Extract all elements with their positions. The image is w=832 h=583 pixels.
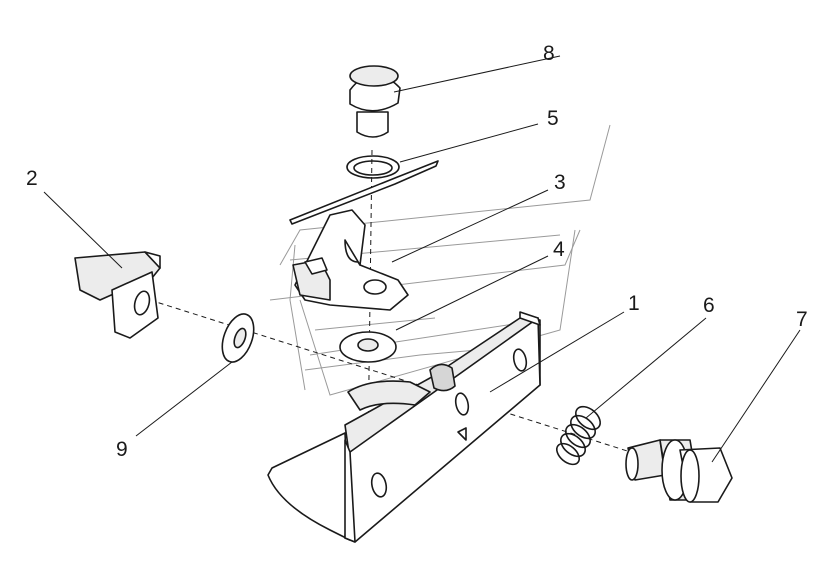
callout-labels: 8 5 3 4 1 2 6 7 9 xyxy=(26,42,808,461)
callout-2: 2 xyxy=(26,167,38,190)
leader-5 xyxy=(399,123,539,163)
bracket-hinge-plate xyxy=(347,380,431,411)
callout-6: 6 xyxy=(703,294,715,317)
latch-hole xyxy=(363,279,387,295)
part-7-bolt xyxy=(625,439,733,503)
clip-hole xyxy=(133,290,151,316)
part-5-spring-wire xyxy=(289,155,439,225)
leader-8 xyxy=(393,55,561,93)
part-2-clip xyxy=(74,251,161,339)
bracket-slot xyxy=(457,427,467,441)
callout-3: 3 xyxy=(554,171,566,194)
part-1-main-bracket xyxy=(267,311,541,543)
leader-4 xyxy=(395,255,549,331)
callout-1: 1 xyxy=(628,292,640,315)
part-8-pin xyxy=(349,65,401,138)
leader-lines xyxy=(43,55,801,463)
leader-7 xyxy=(711,329,801,463)
bracket-pin-boss xyxy=(429,363,456,392)
leader-2 xyxy=(43,191,123,269)
callout-4: 4 xyxy=(553,238,565,261)
callout-5: 5 xyxy=(547,107,559,130)
leader-1 xyxy=(489,311,625,393)
bracket-hole-lower xyxy=(370,472,388,498)
part-9-washer xyxy=(221,313,255,363)
part-3-latch-plate xyxy=(292,209,409,311)
bracket-hole-upper xyxy=(512,348,528,372)
callout-9: 9 xyxy=(116,438,128,461)
part-4-washer xyxy=(339,331,397,363)
part-6-coil-spring xyxy=(555,405,601,466)
bracket-hole-middle xyxy=(454,392,470,416)
leader-3 xyxy=(391,189,549,263)
callout-8: 8 xyxy=(543,42,555,65)
callout-7: 7 xyxy=(796,308,808,331)
leader-9 xyxy=(135,361,233,437)
leader-6 xyxy=(585,317,707,419)
